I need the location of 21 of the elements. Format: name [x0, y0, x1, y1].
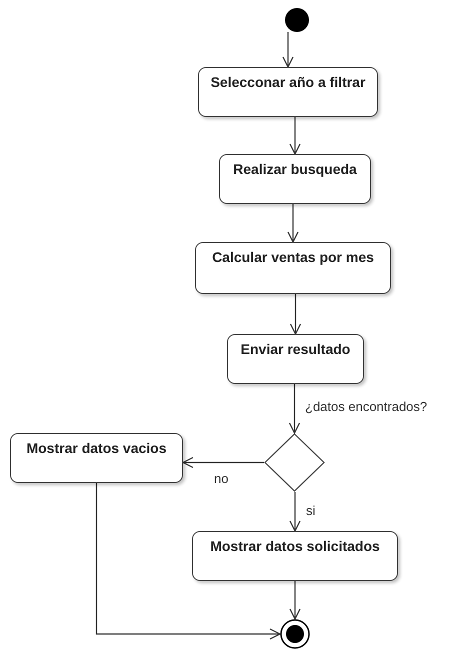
action-box: Selecconar año a filtrar: [198, 67, 378, 117]
action-box: Enviar resultado: [227, 334, 364, 384]
decision-diamond: [264, 433, 325, 492]
arrow: [289, 117, 301, 155]
start-node: [285, 8, 309, 32]
action-box: Mostrar datos vacios: [10, 433, 183, 483]
action-box: Calcular ventas por mes: [195, 242, 391, 294]
action-box: Realizar busqueda: [219, 154, 371, 204]
arrow: [288, 384, 300, 434]
arrow: [289, 492, 301, 532]
arrow: [282, 32, 294, 68]
edge-label: ¿datos encontrados?: [305, 398, 428, 416]
edge-label: no: [214, 470, 228, 488]
arrow: [290, 294, 302, 335]
action-box: Mostrar datos solicitados: [192, 531, 398, 581]
arrow: [289, 581, 301, 620]
arrow: [287, 204, 299, 243]
edge-label: si: [306, 502, 316, 520]
end-node: [280, 619, 310, 649]
arrow: [182, 456, 264, 468]
arrow: [96, 483, 281, 640]
